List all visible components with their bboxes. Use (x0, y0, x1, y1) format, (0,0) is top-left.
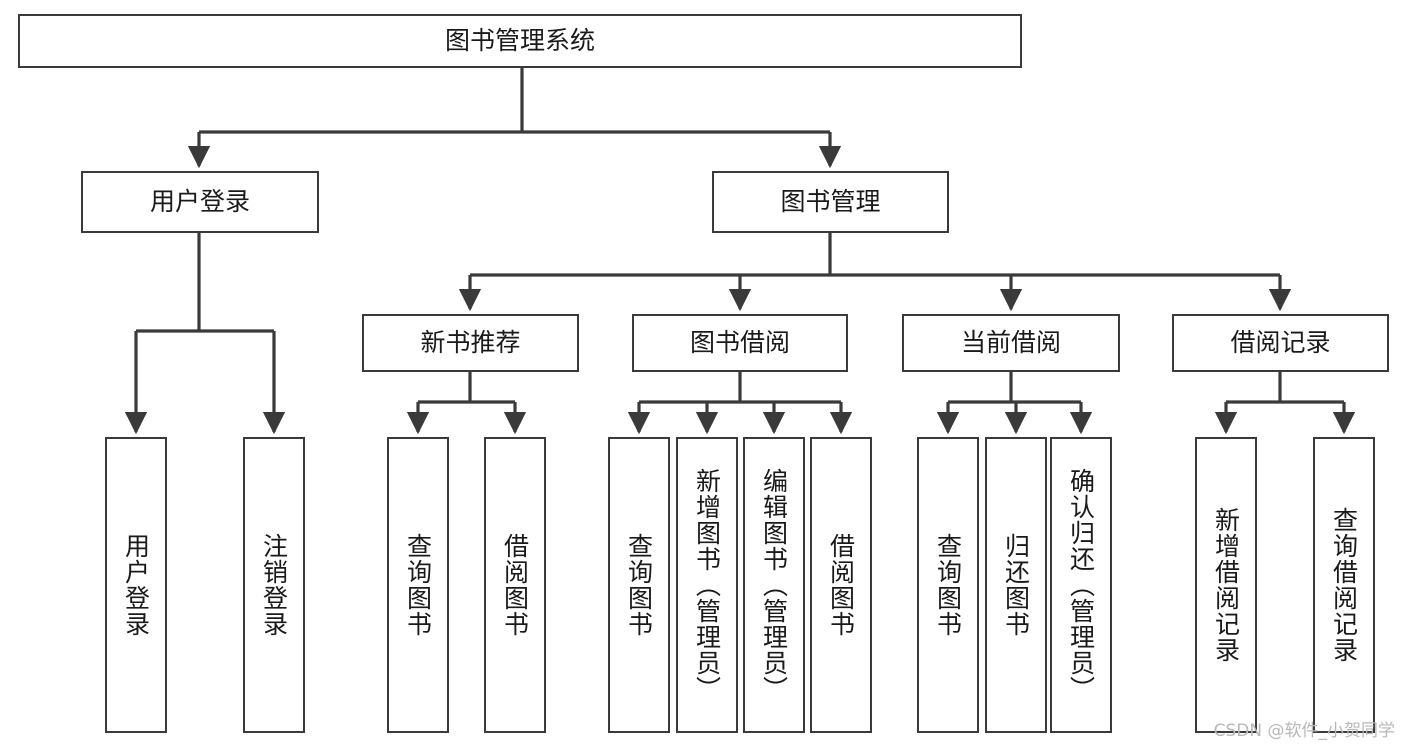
node-leaf-borrow-book-label: 借阅图书 (826, 533, 856, 637)
node-leaf-borrow-book[interactable]: 借阅图书 (810, 437, 872, 733)
node-leaf-return-book-label: 归还图书 (1001, 533, 1031, 637)
node-root[interactable]: 图书管理系统 (18, 14, 1022, 68)
node-leaf-query-book-borrow[interactable]: 查询图书 (608, 437, 670, 733)
node-leaf-return-book[interactable]: 归还图书 (985, 437, 1047, 733)
node-leaf-add-book-label: 新增图书（管理员） (692, 468, 722, 702)
node-current-borrow-label: 当前借阅 (960, 327, 1061, 357)
node-book-borrow-label: 图书借阅 (689, 327, 790, 357)
node-user-login-label: 用户登录 (149, 186, 250, 216)
node-leaf-borrow-book-rec[interactable]: 借阅图书 (484, 437, 546, 733)
node-leaf-query-record[interactable]: 查询借阅记录 (1313, 437, 1375, 733)
node-user-login[interactable]: 用户登录 (81, 171, 319, 233)
node-leaf-query-book-rec[interactable]: 查询图书 (387, 437, 449, 733)
node-leaf-add-record-label: 新增借阅记录 (1211, 507, 1241, 663)
node-leaf-user-login[interactable]: 用户登录 (105, 437, 167, 733)
node-borrow-record-label: 借阅记录 (1230, 327, 1331, 357)
node-leaf-query-book-rec-label: 查询图书 (403, 533, 433, 637)
node-leaf-query-book-cur[interactable]: 查询图书 (917, 437, 979, 733)
node-leaf-query-book-cur-label: 查询图书 (933, 533, 963, 637)
node-new-book-rec[interactable]: 新书推荐 (362, 314, 579, 372)
node-root-label: 图书管理系统 (444, 25, 595, 55)
node-current-borrow[interactable]: 当前借阅 (902, 314, 1120, 372)
node-leaf-borrow-book-rec-label: 借阅图书 (500, 533, 530, 637)
node-leaf-confirm-return[interactable]: 确认归还（管理员） (1050, 437, 1112, 733)
node-leaf-edit-book[interactable]: 编辑图书（管理员） (743, 437, 805, 733)
node-leaf-logout-label: 注销登录 (259, 533, 289, 637)
node-book-manage[interactable]: 图书管理 (712, 171, 949, 233)
node-leaf-logout[interactable]: 注销登录 (243, 437, 305, 733)
node-leaf-add-record[interactable]: 新增借阅记录 (1195, 437, 1257, 733)
node-book-borrow[interactable]: 图书借阅 (632, 314, 848, 372)
node-new-book-rec-label: 新书推荐 (420, 327, 521, 357)
node-book-manage-label: 图书管理 (780, 186, 881, 216)
node-leaf-add-book[interactable]: 新增图书（管理员） (676, 437, 738, 733)
node-leaf-user-login-label: 用户登录 (121, 533, 151, 637)
node-leaf-query-record-label: 查询借阅记录 (1329, 507, 1359, 663)
node-leaf-edit-book-label: 编辑图书（管理员） (759, 468, 789, 702)
node-leaf-query-book-borrow-label: 查询图书 (624, 533, 654, 637)
node-leaf-confirm-return-label: 确认归还（管理员） (1066, 468, 1096, 702)
node-borrow-record[interactable]: 借阅记录 (1172, 314, 1389, 372)
